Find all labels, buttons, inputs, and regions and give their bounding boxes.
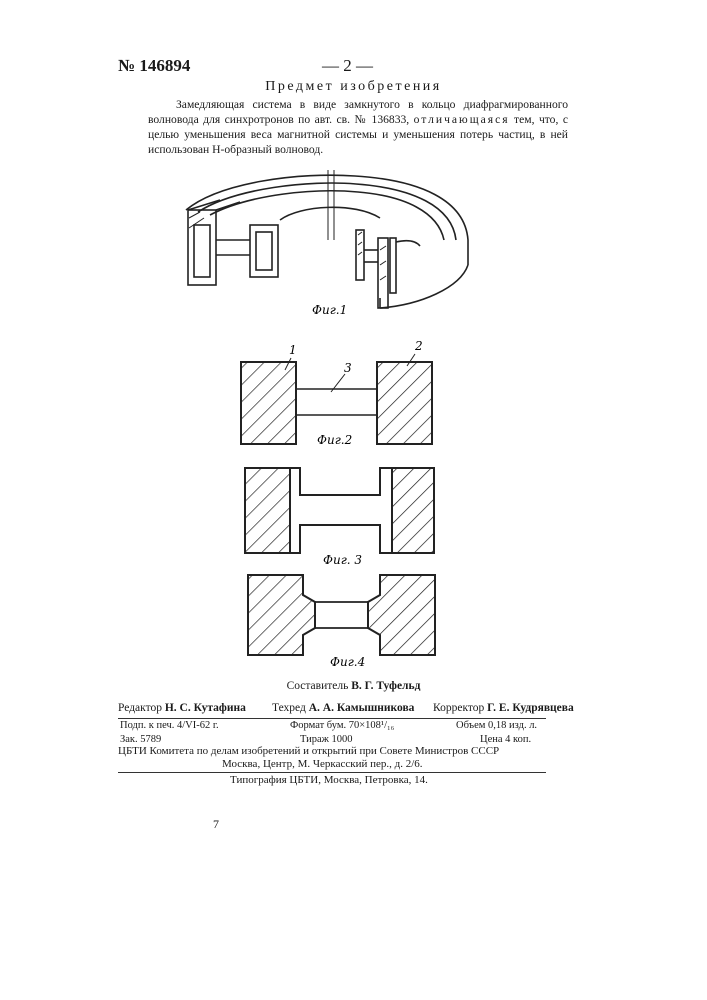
- imprint-signed: Подп. к печ. 4/VI-62 г.: [120, 720, 219, 731]
- imprint-order: Зак. 5789: [120, 734, 161, 745]
- compiler-label: Составитель: [287, 680, 349, 692]
- editor-label: Редактор: [118, 702, 162, 714]
- printer-line: Типография ЦБТИ, Москва, Петровка, 14.: [230, 774, 428, 786]
- techred-label: Техред: [272, 702, 306, 714]
- figure-2-label-2: 2: [414, 339, 423, 353]
- corrector-name: Г. Е. Кудрявцева: [487, 702, 574, 714]
- figure-2-caption: Фиг.2: [317, 433, 352, 447]
- figure-1-caption: Фиг.1: [312, 303, 347, 317]
- page-number: — 2 —: [322, 56, 373, 76]
- credits-line: Редактор Н. С. Кутафина: [118, 702, 246, 714]
- figure-2-label-3: 3: [344, 361, 352, 375]
- techred-name: А. А. Камышникова: [309, 702, 415, 714]
- imprint-print-run: Тираж 1000: [300, 734, 353, 745]
- figure-2-label-1: 1: [289, 343, 297, 357]
- corrector-credit: Корректор Г. Е. Кудрявцева: [433, 702, 574, 714]
- imprint-volume: Объем 0,18 изд. л.: [456, 720, 537, 731]
- techred-credit: Техред А. А. Камышникова: [272, 702, 414, 714]
- publisher-line-1: ЦБТИ Комитета по делам изобретений и отк…: [118, 745, 499, 757]
- imprint-format: Формат бум. 70×108¹/₁₆: [290, 720, 394, 731]
- figure-3-caption: Фиг. 3: [323, 553, 362, 567]
- editor-name: Н. С. Кутафина: [165, 702, 246, 714]
- figure-3-drawing: Фиг. 3: [235, 460, 445, 570]
- figure-4-drawing: Фиг.4: [240, 570, 450, 670]
- imprint-price: Цена 4 коп.: [480, 734, 531, 745]
- figure-2-drawing: 1 2 3 Фиг.2: [235, 340, 445, 455]
- divider-bottom: [118, 772, 546, 773]
- figure-1-drawing: Фиг.1: [180, 170, 480, 320]
- claim-spaced-word: отличающаяся: [414, 113, 510, 126]
- corrector-label: Корректор: [433, 702, 484, 714]
- figure-4-caption: Фиг.4: [330, 655, 365, 669]
- section-title: Предмет изобретения: [0, 79, 707, 95]
- patent-number: № 146894: [118, 56, 190, 76]
- compiler-line: Составитель В. Г. Туфельд: [0, 680, 707, 692]
- claim-text: Замедляющая система в виде замкнутого в …: [148, 97, 568, 157]
- divider-top: [118, 718, 546, 719]
- compiler-name: В. Г. Туфельд: [351, 680, 420, 692]
- publisher-line-2: Москва, Центр, М. Черкасский пер., д. 2/…: [222, 758, 423, 770]
- corner-mark: 7: [213, 817, 219, 832]
